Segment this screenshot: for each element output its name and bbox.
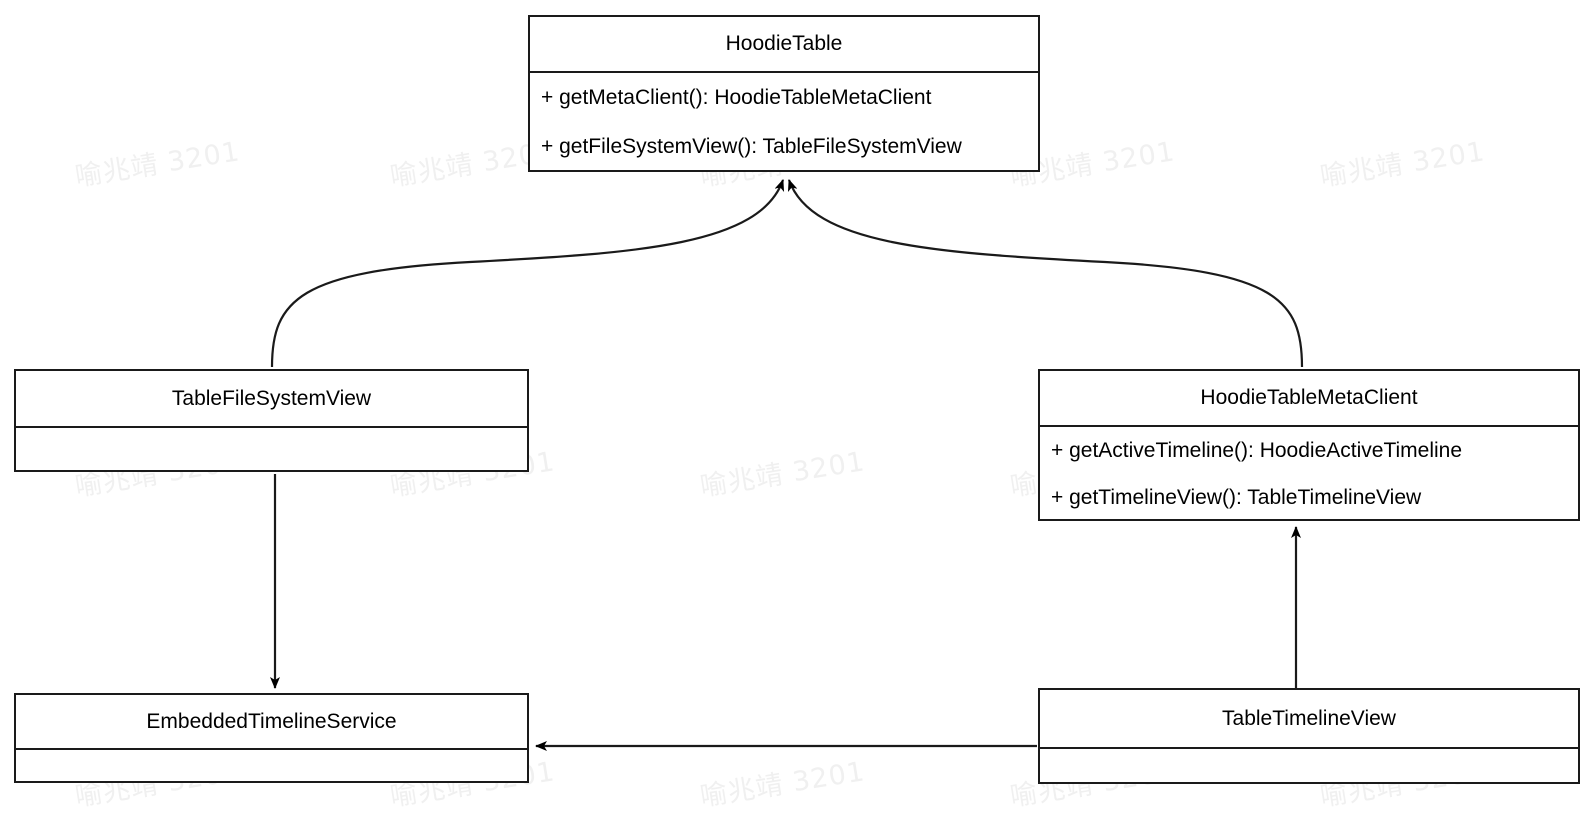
class-name-table-file-system-view: TableFileSystemView	[171, 386, 372, 410]
class-box-hoodie-table-meta-client[interactable]: HoodieTableMetaClient + getActiveTimeline…	[1038, 369, 1580, 521]
connector-edge-htmc-to-hoodietable	[787, 179, 1304, 368]
watermark-text: 喻兆靖 3201	[698, 446, 868, 503]
class-box-hoodie-table[interactable]: HoodieTable + getMetaClient(): HoodieTabl…	[528, 15, 1040, 172]
class-name-table-timeline-view: TableTimelineView	[1222, 706, 1396, 730]
watermark-text: 喻兆靖 3201	[1318, 136, 1488, 193]
class-member-row: + getTimelineView(): TableTimelineView	[1051, 485, 1422, 509]
class-members-embedded-timeline-service	[16, 748, 527, 781]
class-member-row: + getFileSystemView(): TableFileSystemVi…	[541, 135, 962, 159]
class-member-row: + getActiveTimeline(): HoodieActiveTimel…	[1051, 438, 1463, 462]
class-members-hoodie-table: + getMetaClient(): HoodieTableMetaClient…	[530, 71, 1038, 170]
class-members-hoodie-table-meta-client: + getActiveTimeline(): HoodieActiveTimel…	[1040, 425, 1578, 519]
class-box-table-file-system-view[interactable]: TableFileSystemView	[14, 369, 529, 472]
class-name-hoodie-table: HoodieTable	[725, 32, 843, 55]
watermark-text: 喻兆靖 3201	[73, 136, 243, 193]
class-box-table-timeline-view[interactable]: TableTimelineView	[1038, 688, 1580, 784]
class-name-hoodie-table-meta-client: HoodieTableMetaClient	[1200, 386, 1418, 409]
class-members-table-timeline-view	[1040, 747, 1578, 782]
connector-edge-tfsv-to-hoodietable	[270, 179, 785, 368]
watermark-text: 喻兆靖 3201	[698, 756, 868, 813]
class-member-row: + getMetaClient(): HoodieTableMetaClient	[541, 85, 932, 109]
class-name-embedded-timeline-service: EmbeddedTimelineService	[146, 709, 397, 733]
class-members-table-file-system-view	[16, 426, 527, 470]
class-box-embedded-timeline-service[interactable]: EmbeddedTimelineService	[14, 693, 529, 783]
